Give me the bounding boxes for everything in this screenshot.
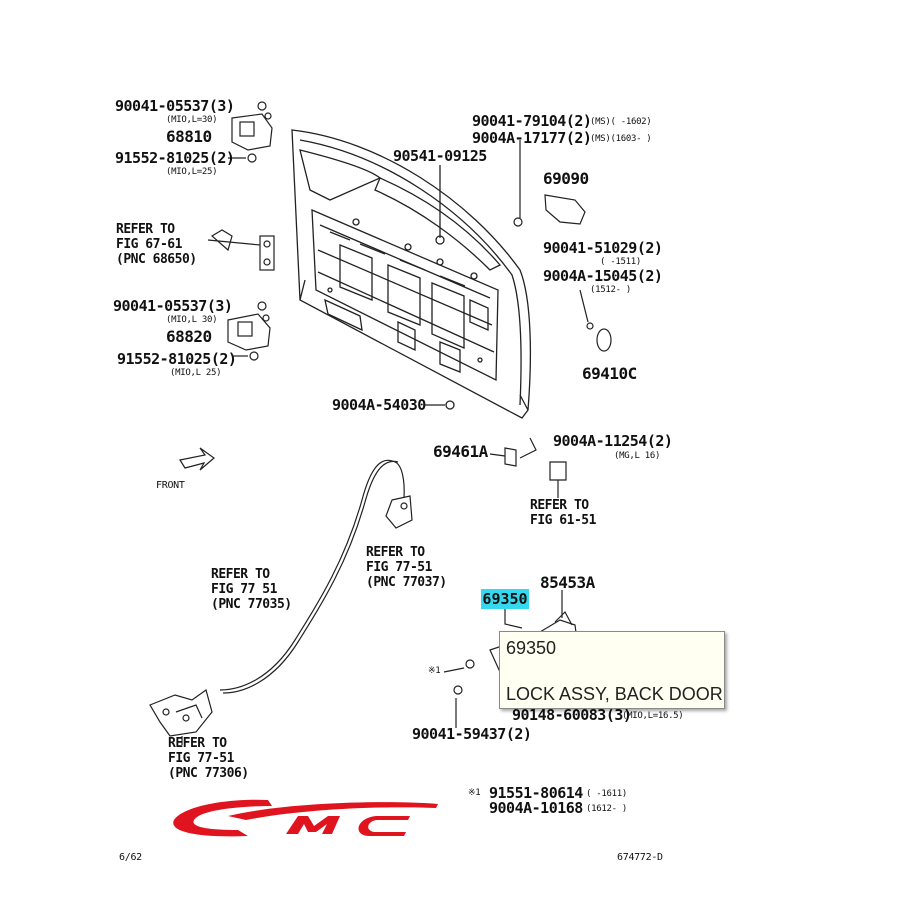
- label-x1b-note: ※1: [468, 788, 481, 798]
- label-mio-l30-a: (MIO,L=30): [166, 115, 218, 125]
- label-refer-77037-line3: (PNC 77037): [366, 575, 447, 590]
- hinge-lower: [227, 301, 271, 361]
- label-mio-l30-b: (MIO,L 30): [166, 315, 218, 325]
- label-69461a: 69461A: [433, 442, 488, 461]
- label-91552-81025-a: 91552-81025(2): [115, 149, 235, 167]
- label-9004a-10168: 9004A-10168: [489, 799, 583, 817]
- label-front: FRONT: [156, 480, 185, 491]
- part-number-69350-highlight[interactable]: 69350: [481, 589, 529, 609]
- label-refer-67-line1: REFER TO: [116, 222, 175, 237]
- label-refer-77035-line1: REFER TO: [211, 567, 270, 582]
- label-refer-77037-line1: REFER TO: [366, 545, 425, 560]
- label-mio-l25-a: (MIO,L=25): [166, 167, 218, 177]
- label-90041-79104: 90041-79104(2): [472, 112, 592, 130]
- figure-number: 674772-D: [617, 852, 663, 863]
- label-9004a-17177-note: (MS)(1603- ): [590, 134, 652, 144]
- label-9004a-10168-note: (1612- ): [586, 804, 627, 814]
- tooltip-part-number: 69350: [506, 638, 557, 658]
- cmc-logo: [173, 799, 438, 837]
- label-90148-60083-note: (MIO,L=16.5): [622, 711, 684, 721]
- label-x1-note: ※1: [428, 666, 441, 676]
- label-refer-77306-line1: REFER TO: [168, 736, 227, 751]
- handle-69090: [513, 140, 612, 352]
- label-mg-l16: (MG,L 16): [614, 451, 661, 461]
- switch-69461a: [489, 437, 567, 498]
- label-90041-51029-note: ( -1511): [600, 257, 641, 267]
- label-68810: 68810: [166, 127, 212, 146]
- label-9004a-15045-note: (1512- ): [590, 285, 631, 295]
- label-refer-61-line1: REFER TO: [530, 498, 589, 513]
- label-68820: 68820: [166, 327, 212, 346]
- label-9004a-54030: 9004A-54030: [332, 396, 426, 414]
- label-85453a: 85453A: [540, 573, 595, 592]
- label-91552-81025-b: 91552-81025(2): [117, 350, 237, 368]
- label-9004a-17177: 9004A-17177(2): [472, 129, 592, 147]
- back-door-panel: [291, 129, 532, 419]
- label-90041-05537-b: 90041-05537(3): [113, 297, 233, 315]
- label-refer-77306-line3: (PNC 77306): [168, 766, 249, 781]
- release-cable: [219, 459, 413, 694]
- label-90541-09125: 90541-09125: [393, 147, 487, 165]
- label-refer-67-line2: FIG 67-61: [116, 237, 182, 252]
- label-90041-51029: 90041-51029(2): [543, 239, 663, 257]
- label-refer-77306-line2: FIG 77-51: [168, 751, 234, 766]
- label-refer-77035-line2: FIG 77 51: [211, 582, 277, 597]
- page-number: 6/62: [119, 852, 142, 863]
- label-refer-61-line2: FIG 61-51: [530, 513, 596, 528]
- label-91551-80614: 91551-80614: [489, 784, 583, 802]
- label-69410c: 69410C: [582, 364, 637, 383]
- lock-bracket-77306: [149, 689, 213, 745]
- label-refer-77037-line2: FIG 77-51: [366, 560, 432, 575]
- label-90041-05537-a: 90041-05537(3): [115, 97, 235, 115]
- label-mio-l25-b: (MIO,L 25): [170, 368, 222, 378]
- label-90041-79104-note: (MS)( -1602): [590, 117, 652, 127]
- stay-assembly: [207, 229, 275, 271]
- part-tooltip: 69350 LOCK ASSY, BACK DOOR: [499, 631, 725, 709]
- label-91551-80614-note: ( -1611): [586, 789, 627, 799]
- label-refer-77035-line3: (PNC 77035): [211, 597, 292, 612]
- label-refer-67-line3: (PNC 68650): [116, 252, 197, 267]
- front-arrow: [179, 447, 215, 471]
- label-9004a-15045: 9004A-15045(2): [543, 267, 663, 285]
- label-9004a-11254: 9004A-11254(2): [553, 432, 673, 450]
- label-90148-60083: 90148-60083(3): [512, 706, 632, 724]
- tooltip-description: LOCK ASSY, BACK DOOR: [506, 684, 723, 704]
- hinge-upper: [228, 101, 273, 163]
- label-69090: 69090: [543, 169, 589, 188]
- label-90041-59437: 90041-59437(2): [412, 725, 532, 743]
